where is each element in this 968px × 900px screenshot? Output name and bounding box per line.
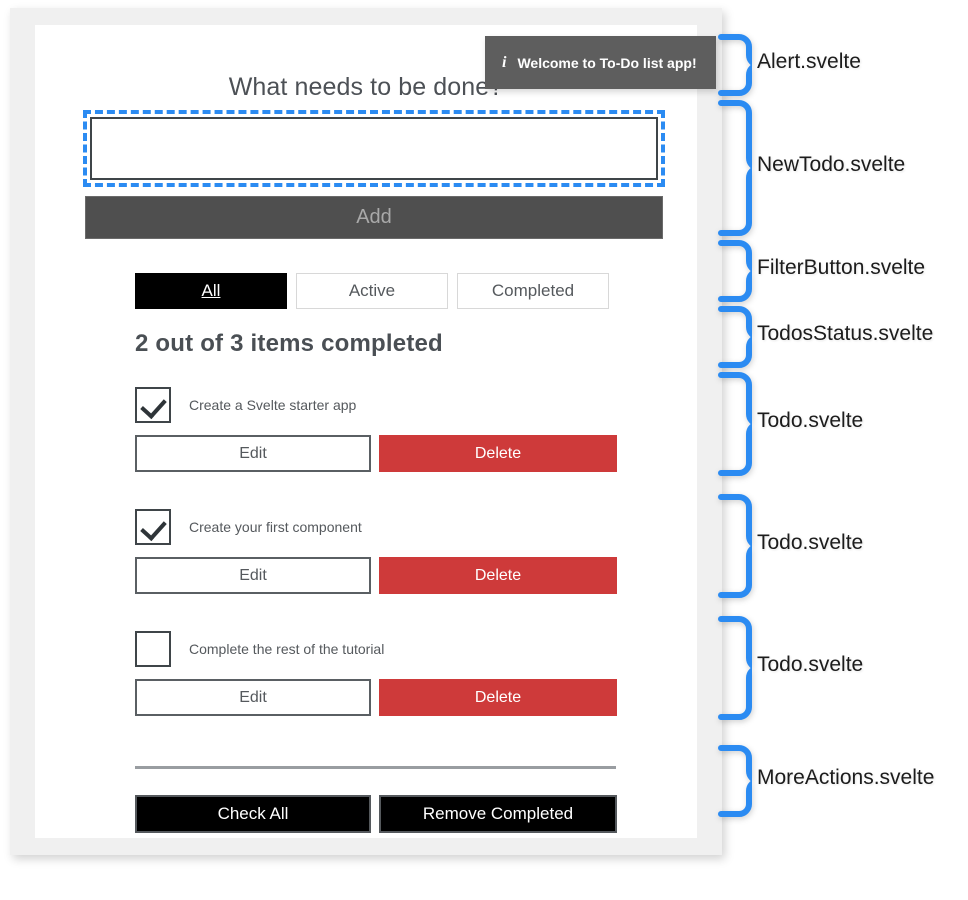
todo-check-row: Create your first component: [135, 509, 362, 545]
section-divider: [135, 766, 616, 769]
todo-label: Create a Svelte starter app: [189, 397, 357, 413]
todo-label: Complete the rest of the tutorial: [189, 641, 385, 657]
annotation-label: FilterButton.svelte: [757, 256, 926, 279]
annotation-label: NewTodo.svelte: [757, 153, 906, 176]
delete-button[interactable]: Delete: [379, 557, 617, 594]
app-outer-panel: What needs to be done? Add All Active Co…: [10, 8, 722, 855]
annotation-label: Todo.svelte: [757, 531, 864, 554]
todo-button-row: Edit Delete: [135, 557, 617, 594]
todo-item: Create your first component Edit Delete: [35, 495, 697, 617]
info-icon: i: [502, 53, 507, 71]
edit-button[interactable]: Edit: [135, 557, 371, 594]
annotation-label: Alert.svelte: [757, 50, 861, 73]
todo-button-row: Edit Delete: [135, 435, 617, 472]
annotation-brace: [718, 100, 752, 236]
new-todo-input[interactable]: [90, 117, 658, 180]
check-all-button[interactable]: Check All: [135, 795, 371, 833]
more-actions-group: Check All Remove Completed: [135, 795, 617, 833]
alert-banner[interactable]: i Welcome to To-Do list app!: [485, 36, 716, 89]
new-todo-field-wrapper: [83, 110, 665, 187]
annotation-brace: [718, 745, 752, 817]
annotation-label: Todo.svelte: [757, 653, 864, 676]
add-todo-button[interactable]: Add: [85, 196, 663, 239]
delete-button[interactable]: Delete: [379, 679, 617, 716]
annotation-label: Todo.svelte: [757, 409, 864, 432]
filter-button-completed[interactable]: Completed: [457, 273, 609, 309]
todo-item: Complete the rest of the tutorial Edit D…: [35, 617, 697, 739]
edit-button[interactable]: Edit: [135, 679, 371, 716]
todos-status-heading: 2 out of 3 items completed: [135, 330, 443, 357]
filter-button-active[interactable]: Active: [296, 273, 448, 309]
alert-message: Welcome to To-Do list app!: [517, 54, 697, 71]
annotation-brace: [718, 240, 752, 302]
annotation-brace: [718, 306, 752, 368]
todo-label: Create your first component: [189, 519, 362, 535]
delete-button[interactable]: Delete: [379, 435, 617, 472]
annotation-brace: [718, 616, 752, 720]
annotation-brace: [718, 372, 752, 476]
todo-checkbox[interactable]: [135, 509, 171, 545]
todo-item: Create a Svelte starter app Edit Delete: [35, 373, 697, 495]
todo-list: Create a Svelte starter app Edit Delete …: [35, 373, 697, 739]
filter-label-all: All: [201, 281, 221, 300]
todo-check-row: Complete the rest of the tutorial: [135, 631, 384, 667]
annotation-label: MoreActions.svelte: [757, 766, 935, 789]
filter-label-active: Active: [348, 281, 396, 300]
todo-check-row: Create a Svelte starter app: [135, 387, 356, 423]
filter-label-completed: Completed: [491, 281, 575, 300]
annotation-brace: [718, 494, 752, 598]
todo-checkbox[interactable]: [135, 631, 171, 667]
annotation-label: TodosStatus.svelte: [757, 322, 934, 345]
edit-button[interactable]: Edit: [135, 435, 371, 472]
remove-completed-button[interactable]: Remove Completed: [379, 795, 617, 833]
todo-app-card: What needs to be done? Add All Active Co…: [35, 25, 697, 838]
todo-button-row: Edit Delete: [135, 679, 617, 716]
filter-button-all[interactable]: All: [135, 273, 287, 309]
filter-button-group: All Active Completed: [135, 273, 615, 309]
annotation-brace: [718, 34, 752, 96]
page-title: What needs to be done?: [228, 73, 504, 101]
todo-checkbox[interactable]: [135, 387, 171, 423]
